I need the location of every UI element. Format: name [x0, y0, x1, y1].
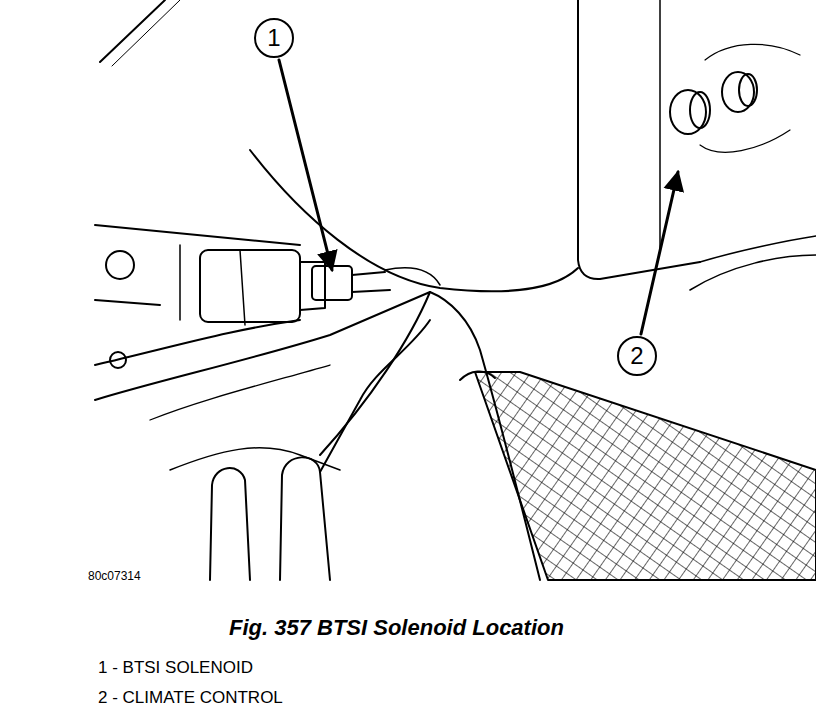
solenoid-wire: [352, 272, 390, 292]
callout-number: 2: [630, 343, 643, 369]
climate-knob: [690, 92, 710, 128]
callout-circle: [618, 337, 656, 375]
solenoid-body: [200, 250, 300, 322]
climate-knob: [739, 74, 757, 106]
finger: [280, 457, 330, 580]
leader-line: [641, 172, 678, 334]
console-contour: [705, 44, 800, 60]
legend-line: 1 - BTSI SOLENOID: [98, 659, 253, 678]
hand-edge: [320, 320, 430, 472]
figure-id: 80c07314: [88, 570, 141, 583]
solenoid-wire: [385, 268, 440, 285]
bracket-bolt: [106, 251, 134, 279]
console-edge: [659, 0, 661, 250]
finger: [210, 468, 250, 580]
console-contour: [700, 130, 790, 152]
carpet-fold: [170, 448, 340, 470]
console-edge: [700, 236, 816, 262]
pillar-line: [112, 0, 180, 66]
console-edge: [690, 255, 816, 290]
carpet-fold: [150, 365, 330, 420]
panel-edge: [578, 0, 700, 279]
callout-circle: [255, 19, 293, 57]
figure-caption: Fig. 357 BTSI Solenoid Location: [229, 616, 564, 640]
callout-number: 1: [267, 25, 280, 51]
bracket-bolt: [110, 352, 126, 368]
pillar-line: [100, 0, 165, 62]
legend-line: 2 - CLIMATE CONTROL: [98, 689, 283, 708]
floor-mat: [475, 372, 816, 580]
leader-line: [279, 60, 332, 270]
column-bracket: [95, 225, 300, 365]
column-bracket: [180, 245, 245, 325]
